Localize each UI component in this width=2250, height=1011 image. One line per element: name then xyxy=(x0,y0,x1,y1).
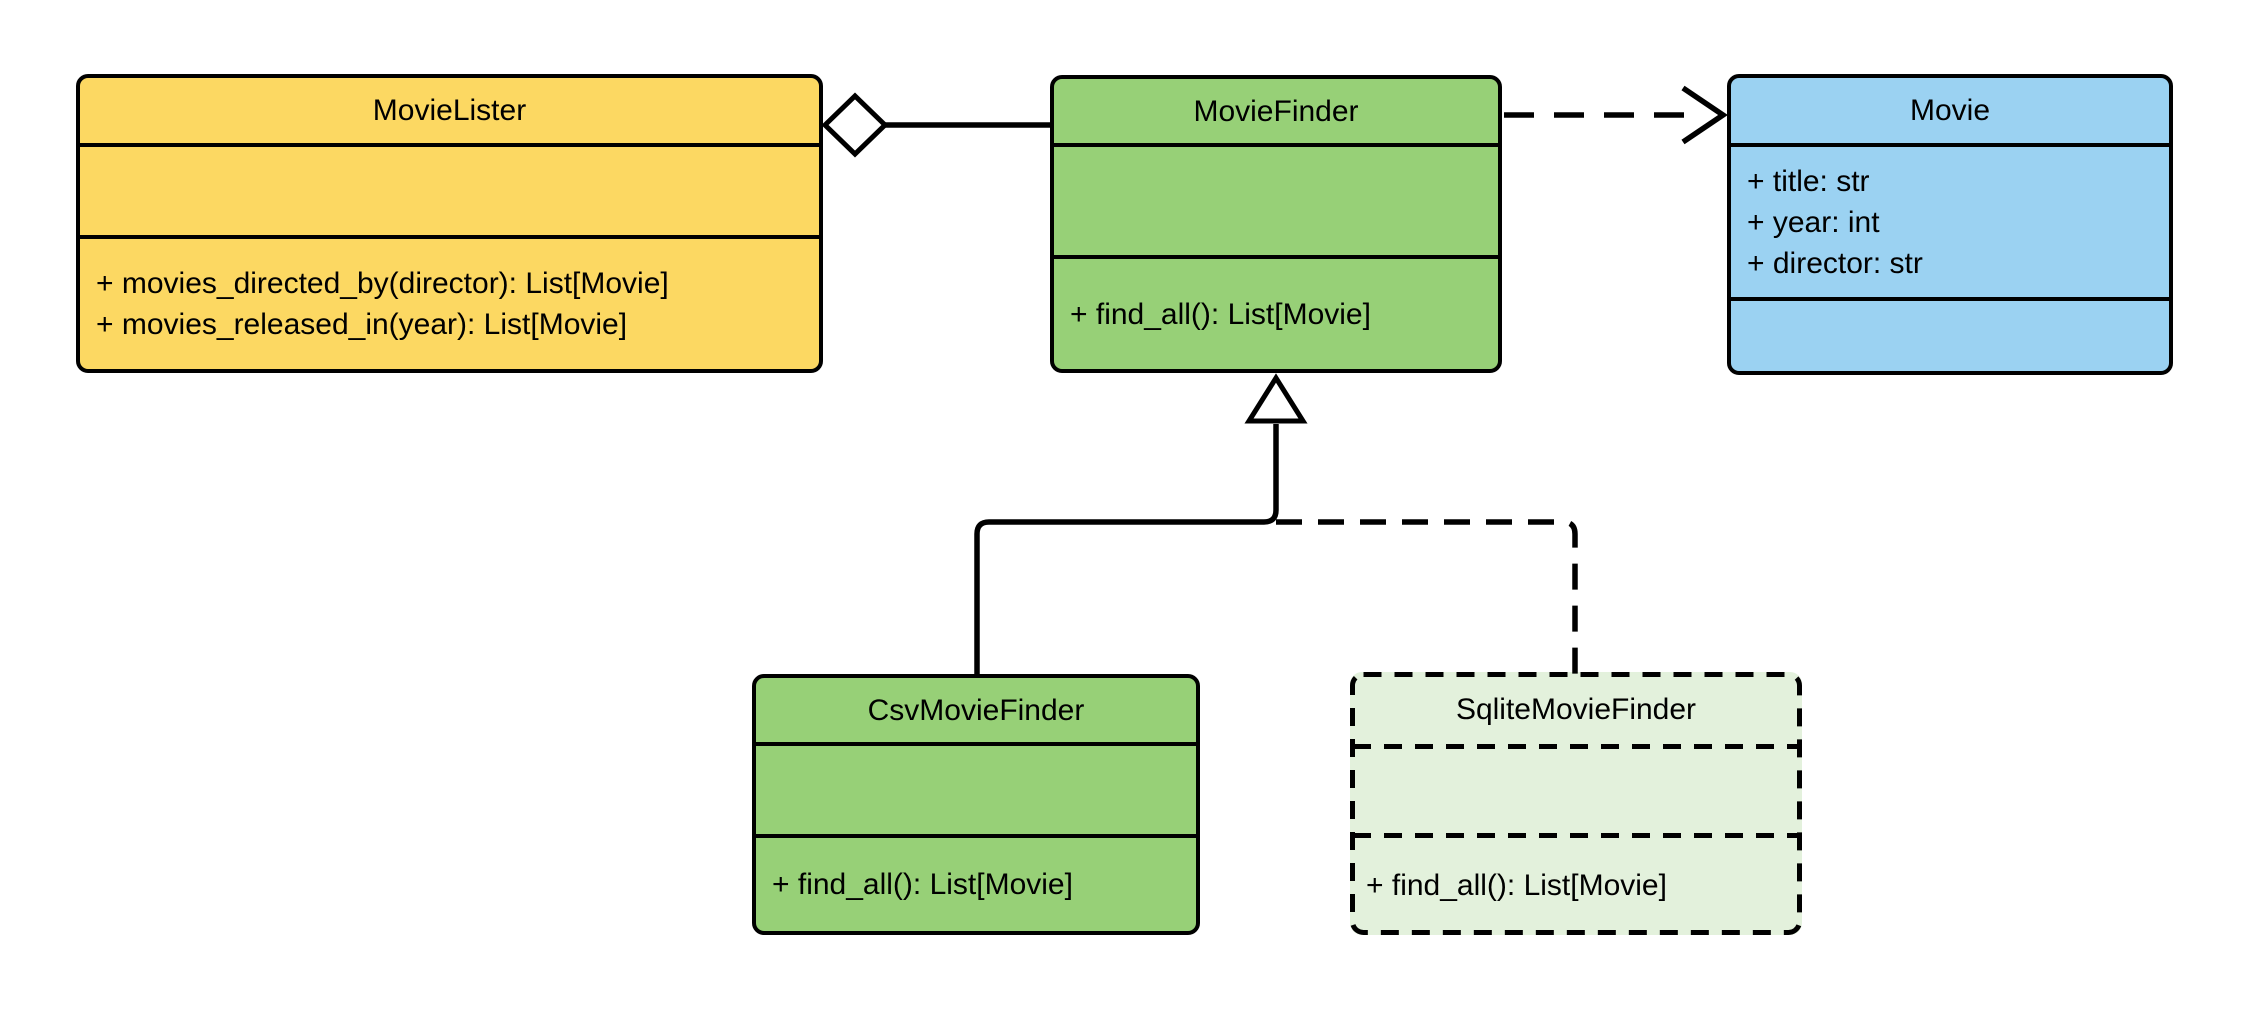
class-title-movielister: MovieLister xyxy=(372,94,527,127)
aggregation-connector[interactable] xyxy=(821,92,1052,158)
class-attribute: + title: str xyxy=(1747,164,1870,198)
aggregation-diamond-icon xyxy=(821,92,889,158)
class-attributes-movielister xyxy=(80,143,819,235)
class-box-sqlitemoviefinder[interactable]: SqliteMovieFinder + find_all(): List[Mov… xyxy=(1350,672,1802,935)
dependency-connector[interactable] xyxy=(1504,85,1728,145)
class-box-moviefinder[interactable]: MovieFinder + find_all(): List[Movie] xyxy=(1050,75,1502,373)
class-method: + find_all(): List[Movie] xyxy=(772,868,1073,901)
class-attributes-csvmoviefinder xyxy=(756,742,1196,834)
class-method: + movies_released_in(year): List[Movie] xyxy=(96,308,628,341)
class-attributes-sqlitemoviefinder xyxy=(1350,746,1802,835)
generalization-triangle-icon xyxy=(1244,373,1308,424)
class-attributes-moviefinder xyxy=(1054,143,1498,255)
generalization-connector[interactable] xyxy=(974,373,1578,676)
class-box-movielister[interactable]: MovieLister + movies_directed_by(directo… xyxy=(76,74,823,373)
class-method: + find_all(): List[Movie] xyxy=(1070,297,1371,331)
class-attributes-movie: + title: str + year: int + director: str xyxy=(1731,143,2169,297)
class-methods-movielister: + movies_directed_by(director): List[Mov… xyxy=(80,235,819,369)
dependency-open-arrowhead-icon xyxy=(1681,85,1728,145)
class-methods-movie xyxy=(1731,297,2169,371)
class-methods-moviefinder: + find_all(): List[Movie] xyxy=(1054,255,1498,369)
class-methods-sqlitemoviefinder: + find_all(): List[Movie] xyxy=(1350,835,1802,935)
generalization-line-dashed-sqlite xyxy=(1276,519,1578,675)
class-method: + movies_directed_by(director): List[Mov… xyxy=(96,267,669,300)
generalization-line-solid-csv xyxy=(974,424,1279,676)
class-title-csvmoviefinder: CsvMovieFinder xyxy=(867,693,1085,727)
class-method: + find_all(): List[Movie] xyxy=(1366,868,1667,902)
class-box-csvmoviefinder[interactable]: CsvMovieFinder + find_all(): List[Movie] xyxy=(752,674,1200,935)
class-title-movie: Movie xyxy=(1909,94,1991,127)
class-title-sqlitemoviefinder: SqliteMovieFinder xyxy=(1455,692,1697,726)
class-attribute: + year: int xyxy=(1747,205,1880,239)
class-attribute: + director: str xyxy=(1747,246,1923,280)
class-box-movie[interactable]: Movie + title: str + year: int + directo… xyxy=(1727,74,2173,375)
class-methods-csvmoviefinder: + find_all(): List[Movie] xyxy=(756,834,1196,931)
class-title-moviefinder: MovieFinder xyxy=(1193,94,1359,128)
